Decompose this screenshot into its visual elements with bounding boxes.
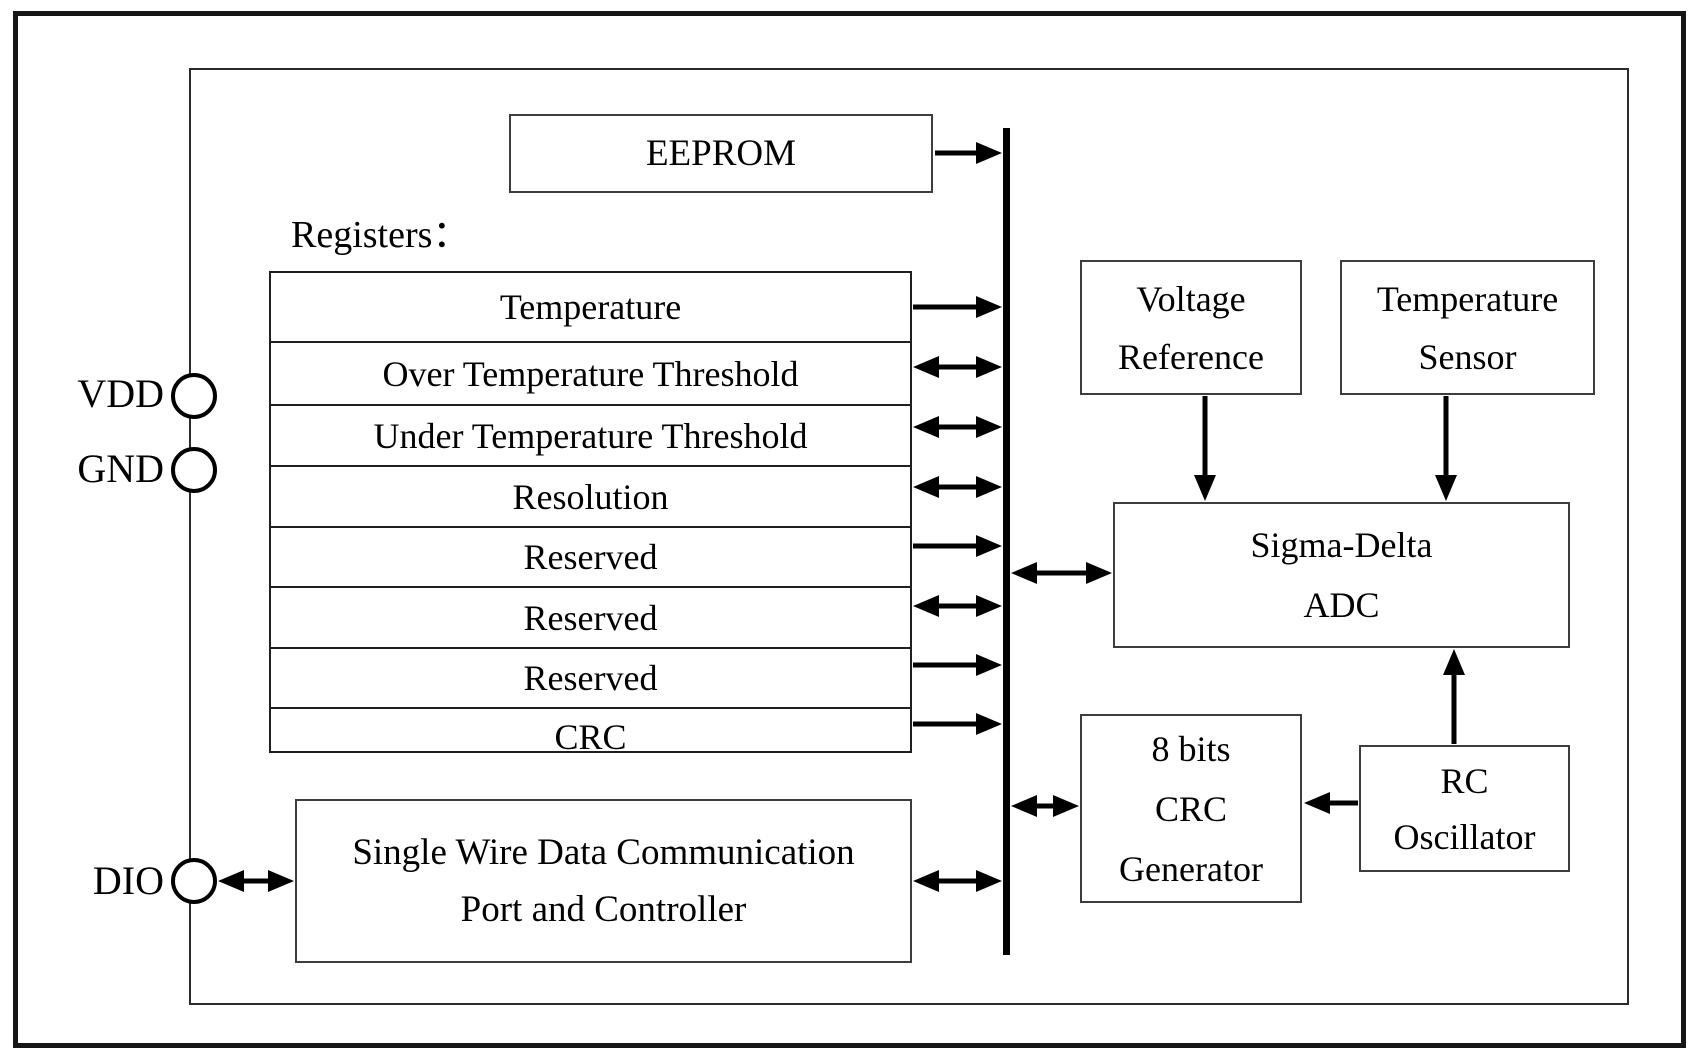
register-table: Temperature Over Temperature Threshold U…	[269, 271, 912, 757]
sigma-delta-adc-block: Sigma-Delta ADC	[1113, 502, 1570, 648]
rc-oscillator-line1: RC	[1440, 760, 1489, 801]
temperature-sensor-block: Temperature Sensor	[1340, 260, 1595, 395]
registers-heading: Registers：	[291, 214, 471, 256]
single-wire-port-line1: Single Wire Data Communication	[352, 832, 855, 873]
register-row-over-temperature-threshold: Over Temperature Threshold	[271, 341, 910, 404]
sigma-delta-adc-line1: Sigma-Delta	[1250, 525, 1433, 565]
rc-oscillator-block: RC Oscillator	[1359, 745, 1570, 872]
voltage-reference-line1: Voltage	[1136, 278, 1246, 319]
crc-generator-line1: 8 bits	[1151, 728, 1231, 769]
dio-pin-label: DIO	[92, 858, 164, 903]
register-row-crc: CRC	[271, 707, 910, 765]
eeprom-block: EEPROM	[509, 114, 933, 193]
vdd-pin-circle	[171, 373, 217, 419]
register-row-resolution: Resolution	[271, 465, 910, 526]
crc-generator-line2: CRC	[1154, 788, 1228, 829]
eeprom-label: EEPROM	[645, 132, 797, 174]
register-row-under-temperature-threshold: Under Temperature Threshold	[271, 404, 910, 465]
dio-pin-circle	[171, 858, 217, 904]
vdd-pin-label: VDD	[77, 371, 164, 416]
register-row-reserved-2: Reserved	[271, 586, 910, 647]
single-wire-port-block: Single Wire Data Communication Port and …	[295, 799, 912, 963]
crc-generator-line3: Generator	[1119, 848, 1263, 889]
register-row-temperature: Temperature	[499, 287, 682, 327]
register-row-reserved-1: Reserved	[271, 526, 910, 586]
register-row-reserved-3: Reserved	[271, 647, 910, 707]
gnd-pin-label: GND	[77, 446, 164, 491]
sigma-delta-adc-line2: ADC	[1303, 585, 1380, 625]
gnd-pin-circle	[171, 447, 217, 493]
rc-oscillator-line2: Oscillator	[1393, 816, 1536, 857]
crc-generator-block: 8 bits CRC Generator	[1080, 714, 1302, 903]
single-wire-port-line2: Port and Controller	[460, 889, 747, 930]
temperature-sensor-line1: Temperature	[1376, 278, 1559, 319]
temperature-sensor-line2: Sensor	[1418, 336, 1517, 377]
voltage-reference-block: Voltage Reference	[1080, 260, 1302, 395]
voltage-reference-line2: Reference	[1118, 336, 1264, 377]
